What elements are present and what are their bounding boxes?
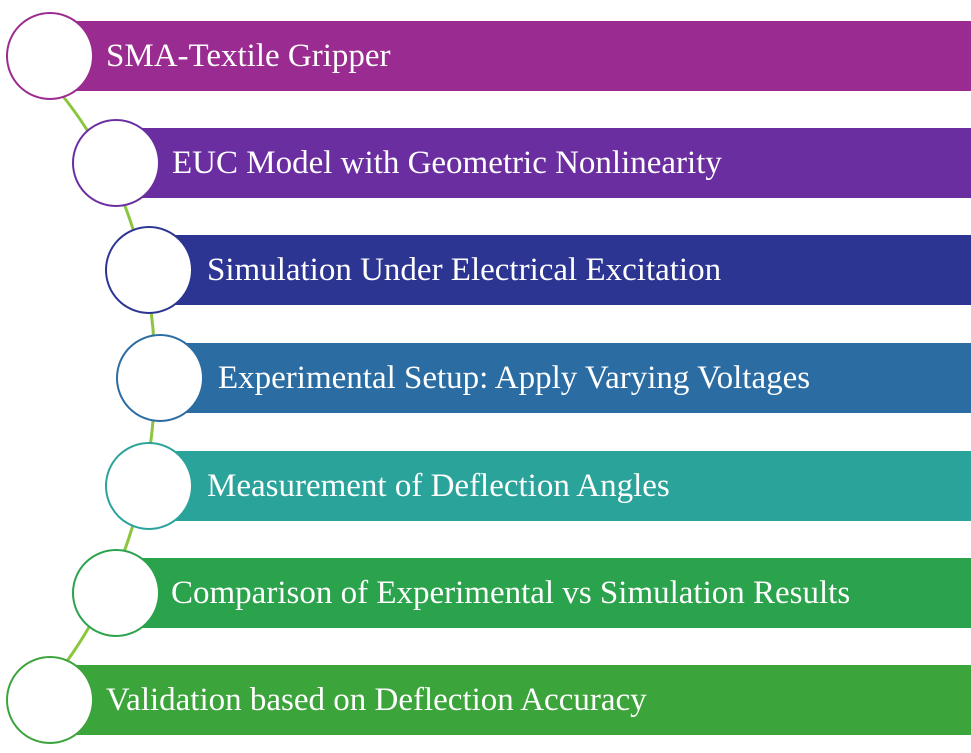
step-1-node <box>6 12 94 100</box>
step-6-label: Comparison of Experimental vs Simulation… <box>171 574 851 611</box>
step-1-bar: SMA-Textile Gripper <box>50 21 971 91</box>
step-6-bar: Comparison of Experimental vs Simulation… <box>116 558 971 628</box>
step-2-label: EUC Model with Geometric Nonlinearity <box>172 144 722 181</box>
step-7-bar: Validation based on Deflection Accuracy <box>50 665 971 735</box>
step-7-label: Validation based on Deflection Accuracy <box>106 681 647 718</box>
step-3-bar: Simulation Under Electrical Excitation <box>149 235 971 305</box>
step-4-bar: Experimental Setup: Apply Varying Voltag… <box>160 343 971 413</box>
step-4-node <box>116 334 204 422</box>
step-4-label: Experimental Setup: Apply Varying Voltag… <box>218 359 811 396</box>
step-2-node <box>72 119 160 207</box>
step-1-label: SMA-Textile Gripper <box>106 37 391 74</box>
step-5-label: Measurement of Deflection Angles <box>207 467 670 504</box>
step-5-bar: Measurement of Deflection Angles <box>149 451 971 521</box>
step-6-node <box>72 549 160 637</box>
step-7-node <box>6 656 94 744</box>
step-3-node <box>105 226 193 314</box>
step-3-label: Simulation Under Electrical Excitation <box>207 251 722 288</box>
step-5-node <box>105 442 193 530</box>
step-2-bar: EUC Model with Geometric Nonlinearity <box>116 128 971 198</box>
